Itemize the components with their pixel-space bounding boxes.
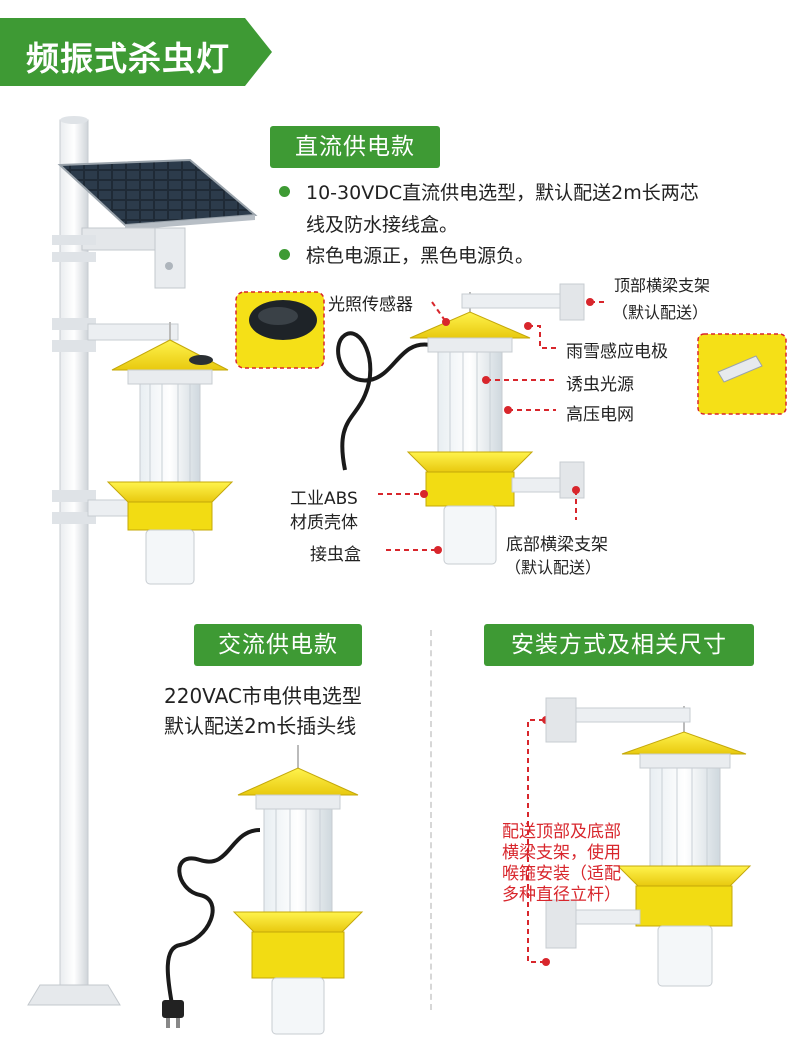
install-note-3: 喉箍安装（适配 (502, 864, 621, 884)
install-note-4: 多种直径立杆） (502, 885, 621, 905)
dc-lamp (336, 283, 585, 565)
bullet-dot-1 (279, 186, 290, 197)
dc-bullet-1: 10-30VDC直流供电选型，默认配送2m长两芯 (306, 182, 699, 204)
callout-dots (420, 298, 594, 966)
callout-bottom-bracket-default: （默认配送） (505, 558, 602, 577)
page-title: 频振式杀虫灯 (26, 39, 230, 78)
callout-abs-2: 材质壳体 (290, 513, 358, 533)
callout-lure-light: 诱虫光源 (566, 375, 634, 395)
callout-top-bracket-default: （默认配送） (612, 303, 709, 322)
install-note-2: 横梁支架，使用 (502, 843, 621, 863)
callout-light-sensor: 光照传感器 (328, 295, 413, 315)
rain-sensor-inset (697, 333, 787, 415)
sensor-zoom-inset (235, 291, 325, 369)
callout-hv-grid: 高压电网 (566, 405, 634, 425)
ac-line-1: 220VAC市电供电选型 (164, 684, 362, 708)
pole (27, 116, 121, 1006)
callout-bottom-bracket: 底部横梁支架 (506, 535, 608, 555)
callout-rain-sensor: 雨雪感应电极 (566, 342, 668, 362)
section-divider (430, 630, 432, 1010)
install-section-label: 安装方式及相关尺寸 (484, 624, 754, 666)
pole-lamp (106, 322, 234, 585)
callout-abs-1: 工业ABS (290, 489, 358, 509)
dc-bullet-1-cont: 线及防水接线盒。 (306, 214, 459, 236)
title-banner: 频振式杀虫灯 (0, 18, 272, 86)
dc-bullet-2: 棕色电源正，黑色电源负。 (306, 245, 535, 267)
callout-collector: 接虫盒 (310, 545, 361, 565)
ac-section-label: 交流供电款 (194, 624, 362, 666)
solar-panel (52, 158, 258, 289)
install-lamp (545, 697, 752, 987)
install-note-1: 配送顶部及底部 (502, 822, 621, 842)
ac-line-2: 默认配送2m长插头线 (164, 714, 357, 738)
ac-lamp (162, 745, 364, 1035)
bullet-dot-2 (279, 249, 290, 260)
callout-top-bracket: 顶部横梁支架 (614, 276, 711, 295)
dc-section-label: 直流供电款 (270, 126, 440, 168)
